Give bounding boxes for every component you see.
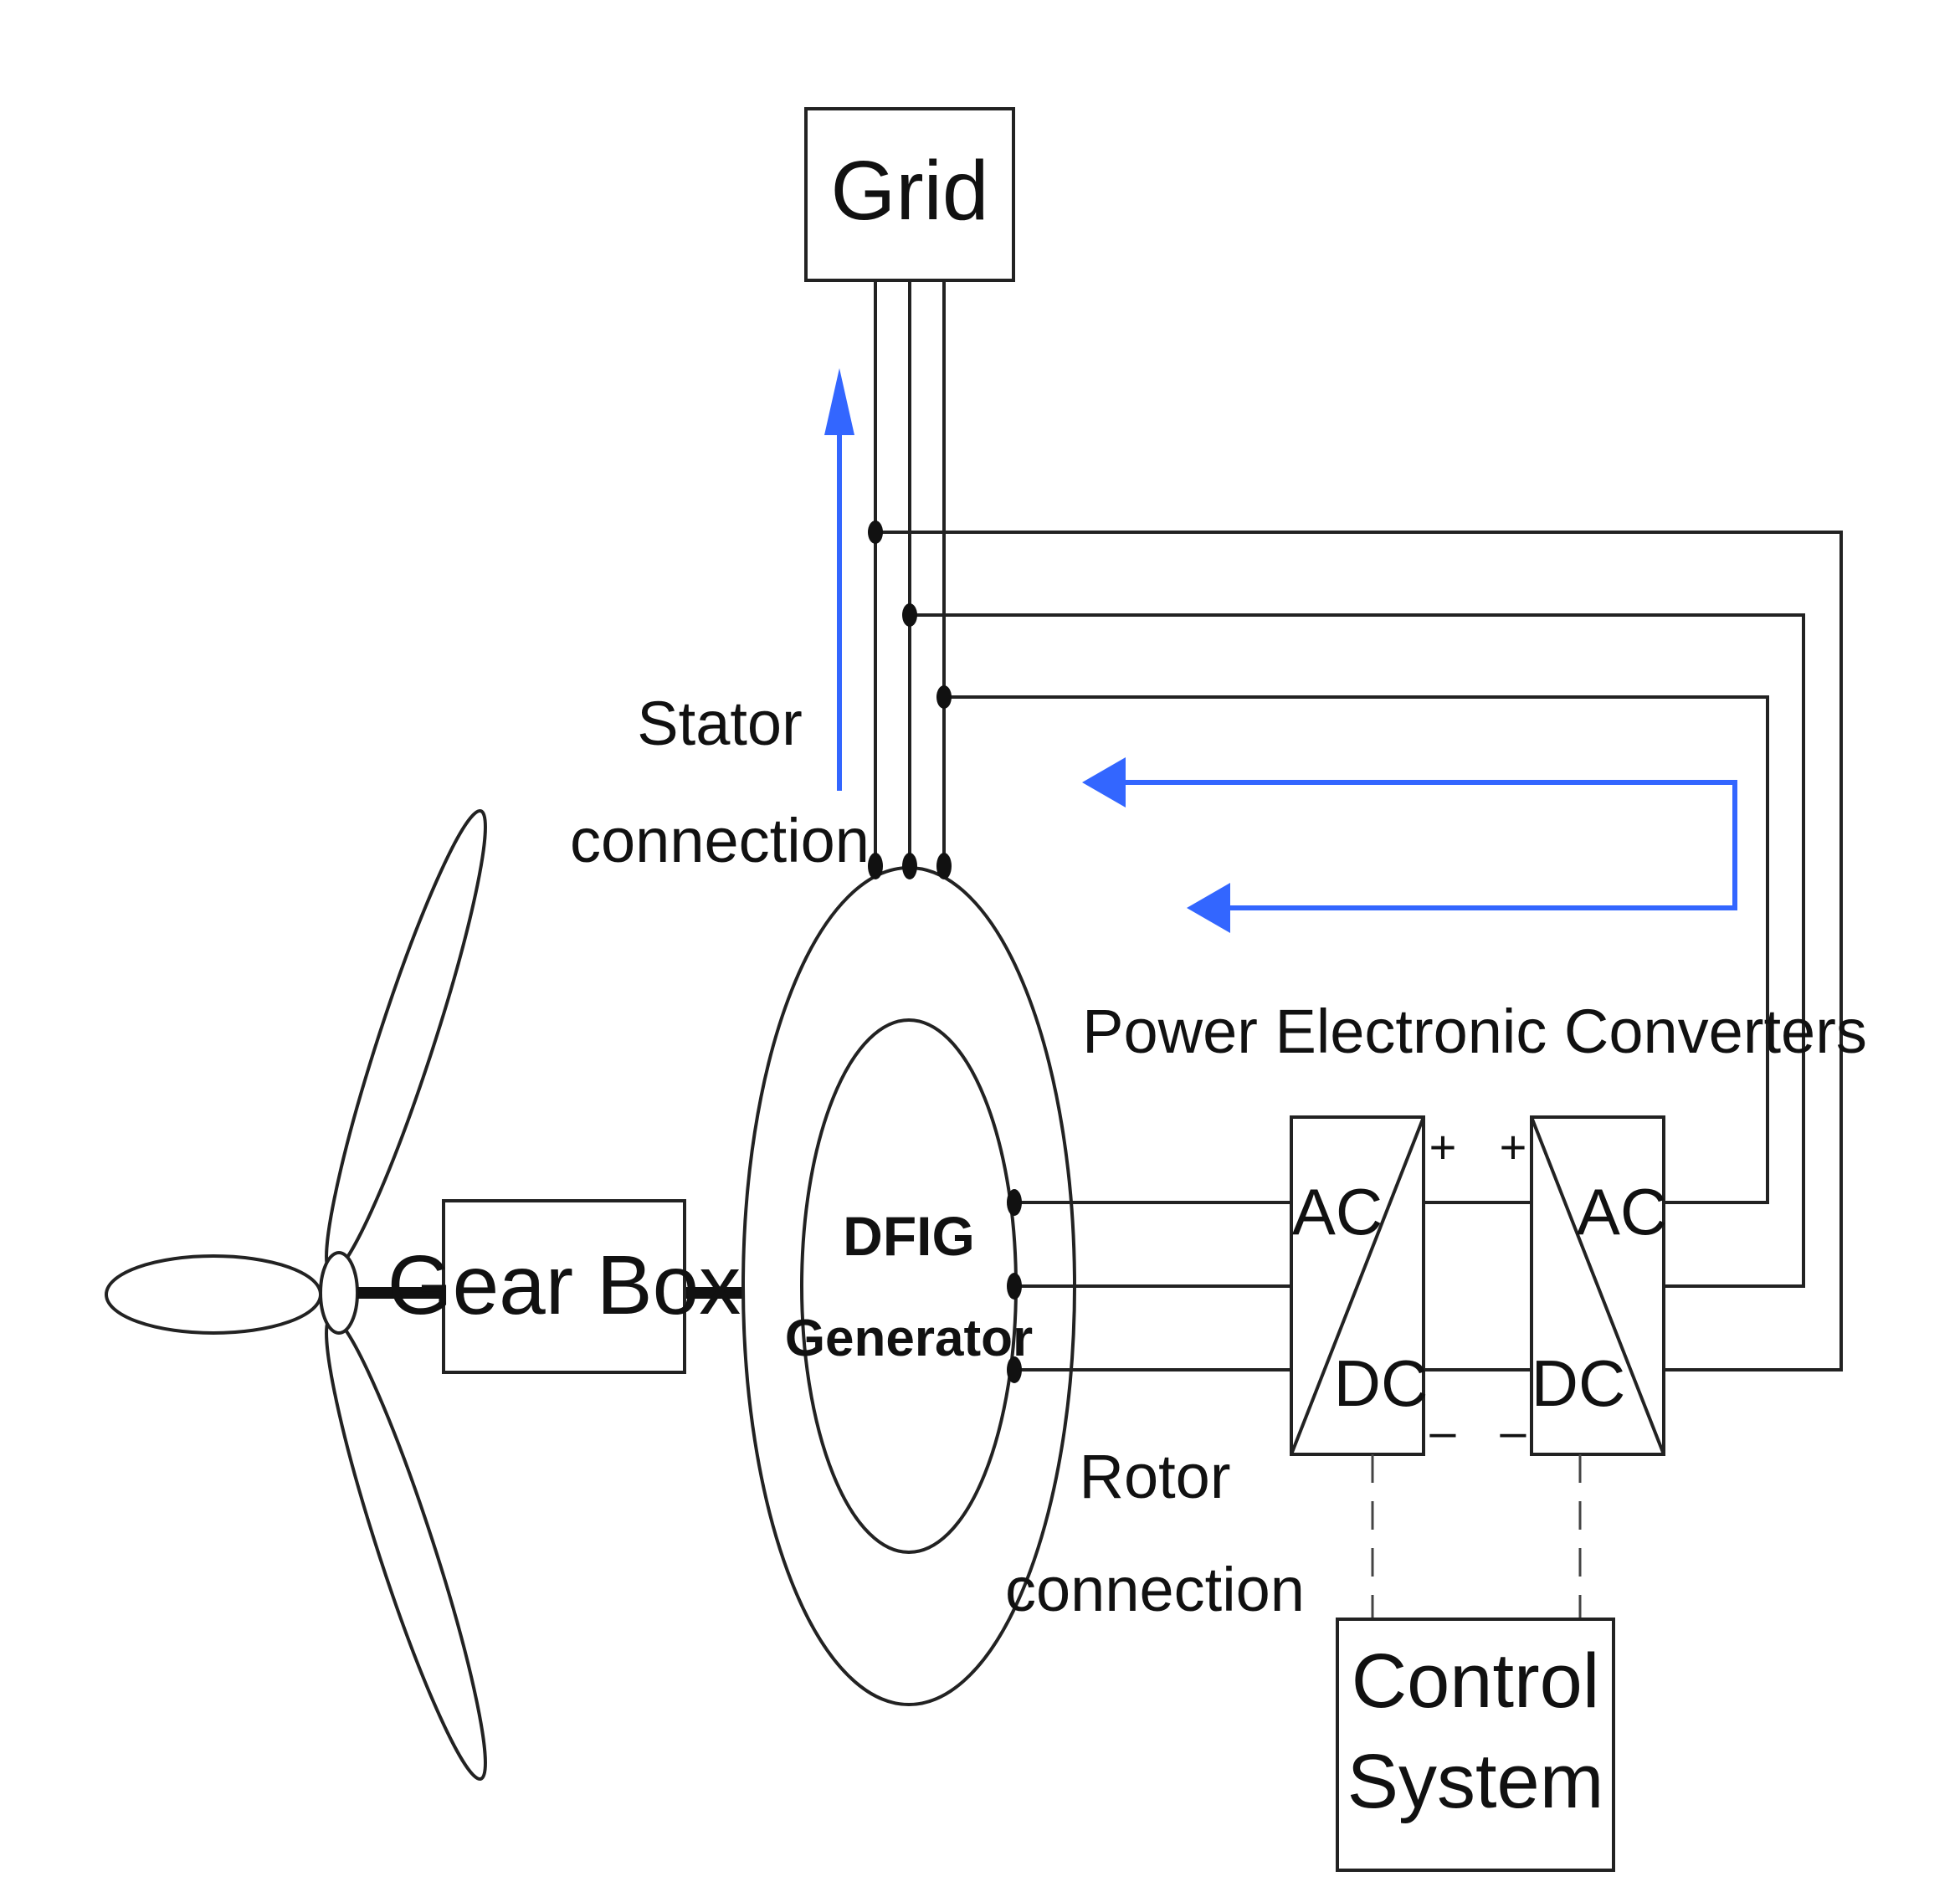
converter2-ac-label: AC bbox=[1577, 1175, 1667, 1248]
dc-minus-right: – bbox=[1500, 1405, 1526, 1458]
rotor-wires bbox=[1014, 1201, 1291, 1371]
gear-box-label: Gear Box bbox=[387, 1238, 741, 1332]
dc-link bbox=[1424, 1201, 1532, 1371]
turbine-rotor bbox=[105, 809, 487, 1781]
control-label: Control bbox=[1352, 1638, 1600, 1724]
turbine-hub bbox=[319, 1251, 359, 1335]
dfig-generator: DFIG Generator bbox=[741, 866, 1076, 1706]
stator-wires bbox=[874, 280, 946, 866]
gear-box: Gear Box bbox=[387, 1199, 741, 1374]
connection-dots bbox=[868, 520, 1022, 1383]
grid-side-wires bbox=[875, 531, 1843, 1371]
stator-label: Stator bbox=[637, 689, 802, 758]
rotor-power-flow-arrows bbox=[1082, 757, 1737, 933]
stator-connection-label: connection bbox=[570, 806, 870, 875]
generator-rotor-ring bbox=[800, 1018, 1018, 1554]
stator-power-flow-arrow bbox=[824, 368, 854, 791]
turbine-blade-lower bbox=[325, 1315, 487, 1781]
rotor-connection-label: connection bbox=[1005, 1555, 1305, 1624]
control-system-rect bbox=[1336, 1618, 1615, 1872]
generator-label: Generator bbox=[785, 1310, 1033, 1367]
dc-minus-left: – bbox=[1429, 1405, 1456, 1458]
converter-grid-side: AC DC bbox=[1530, 1115, 1667, 1456]
converter2-dc-label: DC bbox=[1532, 1346, 1626, 1420]
grid: Grid bbox=[804, 107, 1015, 282]
dc-plus-right: + bbox=[1500, 1120, 1527, 1173]
turbine-blade-left bbox=[105, 1254, 322, 1335]
grid-rect bbox=[804, 107, 1015, 282]
rotor-label: Rotor bbox=[1080, 1442, 1231, 1511]
dfig-label: DFIG bbox=[843, 1205, 975, 1267]
control-system: Control System bbox=[1336, 1618, 1615, 1872]
system-label: System bbox=[1347, 1739, 1604, 1824]
control-signal-lines bbox=[1371, 1454, 1582, 1619]
power-converters-label: Power Electronic Converters bbox=[1082, 997, 1867, 1066]
dc-plus-left: + bbox=[1429, 1120, 1457, 1173]
grid-label: Grid bbox=[831, 144, 989, 238]
gear-box-rect bbox=[442, 1199, 686, 1374]
converter1-dc-label: DC bbox=[1334, 1346, 1429, 1420]
converter1-ac-label: AC bbox=[1292, 1175, 1383, 1248]
converter-rotor-side: AC DC bbox=[1290, 1115, 1429, 1456]
